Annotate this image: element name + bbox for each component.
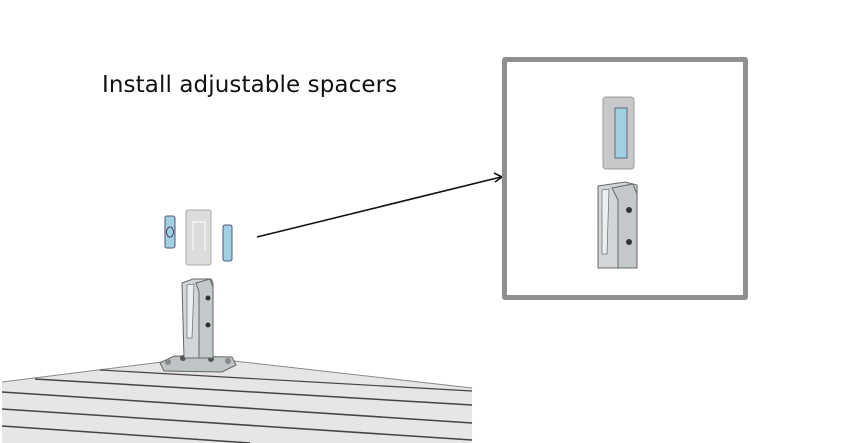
glass-clamp-post — [181, 278, 214, 359]
deck-surface — [1, 359, 473, 443]
post-top-detail — [597, 181, 638, 269]
instruction-title: Install adjustable spacers — [102, 72, 398, 98]
spacer-holder-detail — [602, 96, 635, 170]
detail-callout-box — [502, 57, 748, 300]
adjustable-spacers — [164, 209, 233, 266]
detail-illustration — [597, 96, 638, 269]
callout-arrow — [256, 172, 504, 238]
post-base-plate — [159, 355, 237, 373]
